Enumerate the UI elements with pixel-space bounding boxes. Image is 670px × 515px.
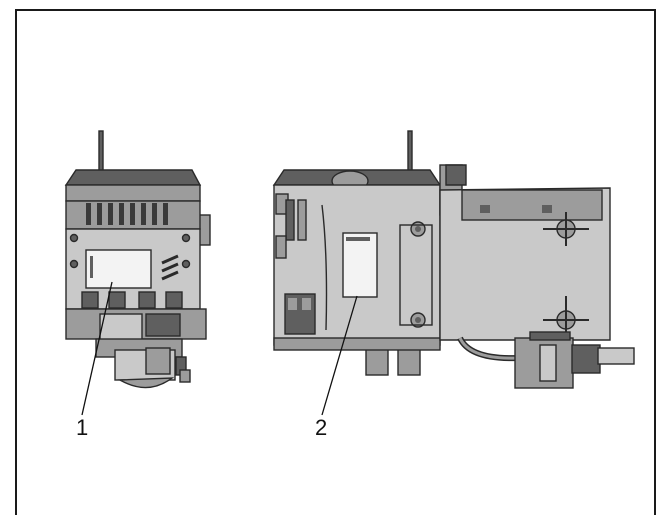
- figure-frame: [15, 9, 656, 515]
- callout-2: 2: [315, 295, 358, 440]
- type-plate-side: [342, 232, 378, 298]
- callout-2-label: 2: [315, 415, 327, 440]
- heater-side-view: [272, 130, 635, 389]
- callout-1-label: 1: [76, 415, 88, 440]
- heater-front-view: [64, 130, 211, 389]
- callout-1: 1: [76, 281, 113, 440]
- type-plate-front: [85, 249, 152, 289]
